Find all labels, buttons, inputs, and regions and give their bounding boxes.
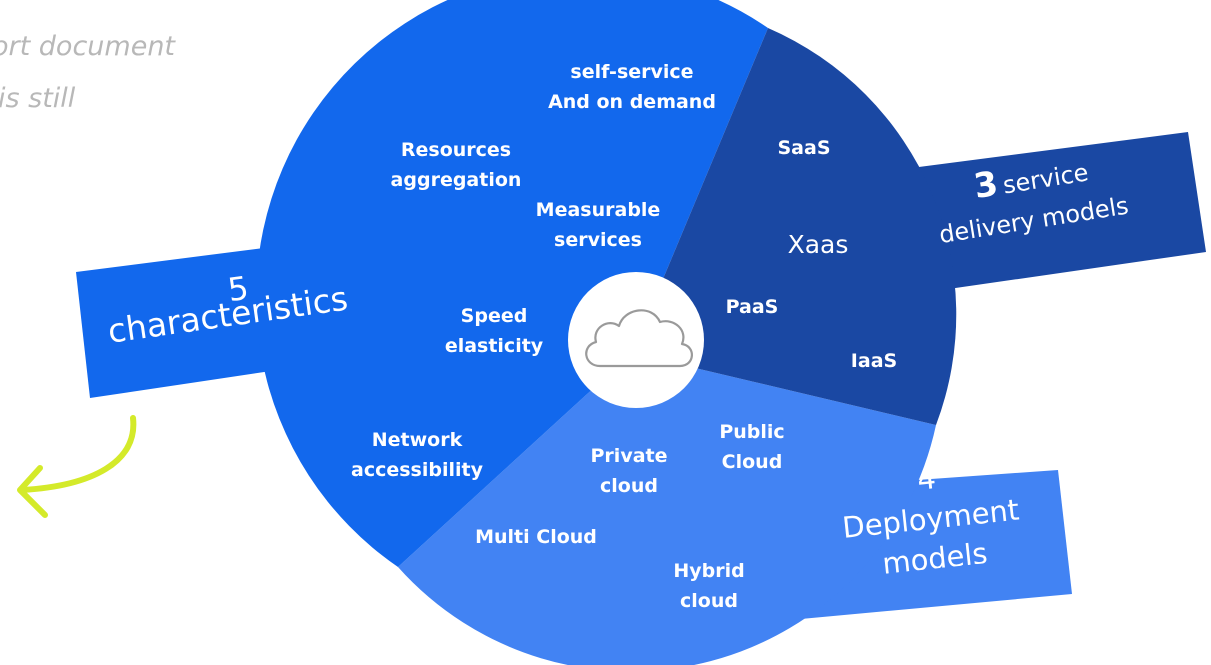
background-text-line-1: ort document (0, 31, 176, 62)
label-iaas: IaaS (850, 350, 898, 372)
label-multi-cloud: Multi Cloud (475, 526, 597, 548)
characteristics-segment (256, 0, 768, 567)
cloud-icon (585, 309, 693, 368)
center-disk (568, 272, 704, 408)
label-paas: PaaS (725, 296, 779, 318)
service-banner (880, 132, 1206, 296)
label-xaas: Xaas (787, 230, 849, 259)
service-segment (632, 28, 957, 425)
service-models-count: 3 (971, 163, 1001, 207)
deployment-models-title: 4 Deployment models (820, 448, 1040, 579)
deployment-segment (398, 353, 936, 665)
curved-arrow-icon (17, 415, 137, 518)
label-saas: SaaS (777, 137, 831, 159)
background-text-line-2: is still (0, 83, 76, 114)
service-models-title-line-1: service (1000, 158, 1091, 200)
